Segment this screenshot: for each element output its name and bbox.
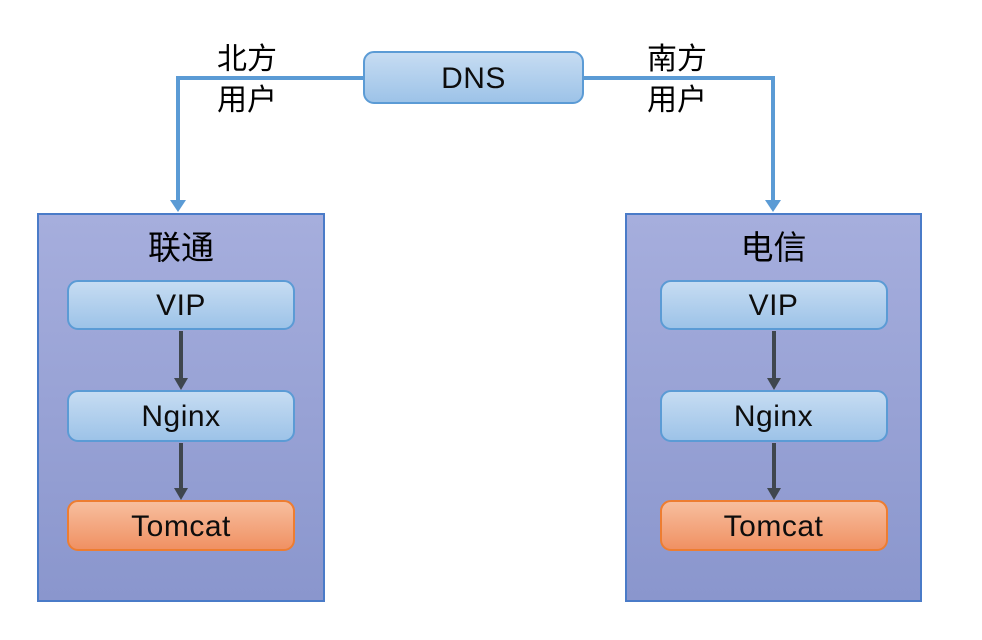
telecom-tomcat-node: Tomcat [659,500,888,551]
dns-label: DNS [441,62,506,95]
arrow-down-icon [174,378,188,390]
arrow-shaft [771,331,776,379]
arrowhead-south-icon [765,200,781,212]
arrow-down-icon [174,488,188,500]
dns-node: DNS [363,51,584,104]
arrow-shaft [771,443,776,489]
telecom-vip-node: VIP [659,280,888,330]
unicom-arrow-vip-to-nginx [174,331,188,390]
cluster-unicom-title: 联通 [148,231,214,267]
unicom-tomcat-node: Tomcat [67,500,295,551]
telecom-arrow-nginx-to-tomcat [766,443,781,500]
cluster-unicom: 联通 VIP Nginx Tomcat [37,213,325,602]
connector-north-horizontal [176,76,364,80]
connector-south-vertical [771,76,775,201]
north-users-line1: 北方 [217,43,277,76]
arrow-down-icon [766,488,781,500]
cluster-telecom-title: 电信 [740,231,807,267]
arrow-shaft [179,331,183,379]
cluster-telecom: 电信 VIP Nginx Tomcat [625,213,922,602]
arrowhead-north-icon [170,200,186,212]
telecom-arrow-vip-to-nginx [766,331,781,390]
connector-north-vertical [176,76,180,201]
south-users-line2: 用户 [647,84,707,117]
north-users-line2: 用户 [217,84,277,117]
telecom-nginx-node: Nginx [659,390,888,442]
arrow-down-icon [766,378,781,390]
unicom-vip-node: VIP [67,280,295,330]
unicom-nginx-node: Nginx [67,390,295,442]
connector-south-horizontal [584,76,775,80]
north-users-label: 北方 用户 [217,39,277,121]
arrow-shaft [179,443,183,489]
south-users-line1: 南方 [647,43,707,76]
south-users-label: 南方 用户 [647,39,707,121]
unicom-arrow-nginx-to-tomcat [174,443,188,500]
